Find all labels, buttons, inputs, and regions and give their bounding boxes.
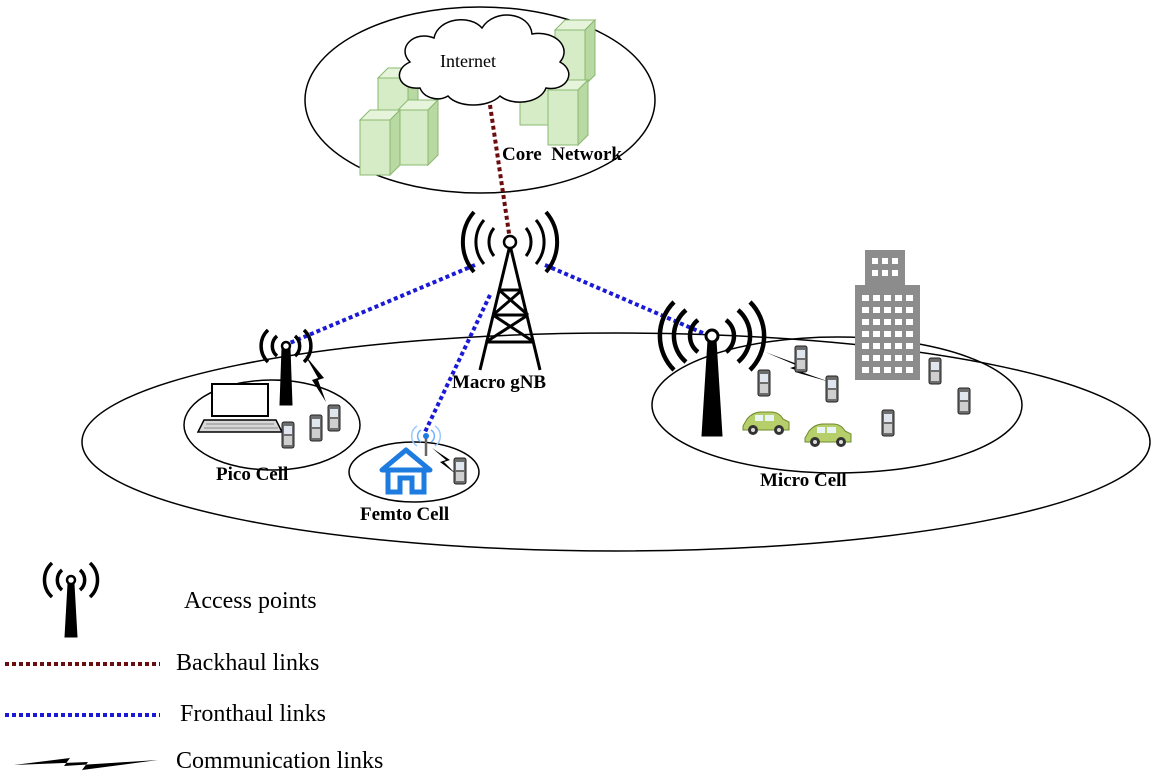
core-network-label: Core Network	[502, 144, 622, 165]
micro-cell-ellipse	[651, 336, 1023, 474]
internet-label: Internet	[440, 51, 496, 71]
house-icon	[379, 447, 433, 495]
backhaul-link	[488, 104, 512, 241]
femto-phone	[453, 457, 467, 485]
femto-cell-label: Femto Cell	[360, 504, 449, 525]
internet-cloud: Internet	[398, 14, 570, 106]
pico-communication-link	[305, 355, 326, 402]
femto-access-point	[410, 425, 442, 456]
micro-access-point	[657, 300, 767, 437]
femto-communication-link	[432, 448, 456, 474]
fronthaul-links	[284, 263, 713, 433]
core-network-ellipse	[304, 6, 656, 194]
pico-cell-label: Pico Cell	[216, 464, 288, 485]
building-icon	[855, 250, 920, 380]
legend-backhaul-label: Backhaul links	[176, 650, 320, 676]
micro-cell-label: Micro Cell	[760, 470, 847, 491]
legend-fronthaul-label: Fronthaul links	[180, 701, 327, 727]
legend-communication-label: Communication links	[176, 748, 384, 774]
pico-access-point	[259, 328, 313, 406]
macro-cell-ellipse	[81, 332, 1151, 552]
car-icons	[742, 411, 852, 448]
pico-cell-ellipse	[183, 379, 361, 471]
macro-gnb-label: Macro gNB	[452, 372, 546, 393]
legend-access-points-label: Access points	[184, 588, 317, 614]
legend-access-point-icon	[42, 561, 100, 638]
legend-communication-link-icon	[14, 758, 158, 770]
pico-phones	[281, 404, 341, 449]
laptop-icon	[196, 383, 284, 433]
macro-gnb-tower	[460, 210, 560, 371]
